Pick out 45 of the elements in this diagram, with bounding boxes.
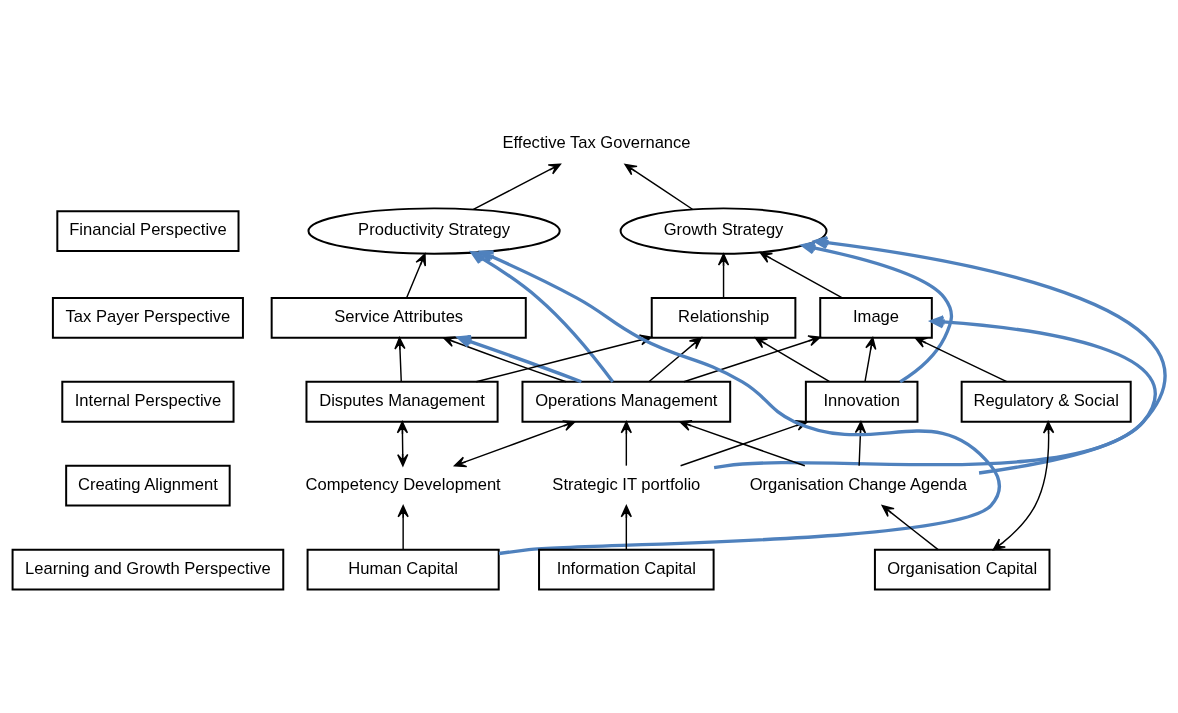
arrow: [620, 420, 632, 466]
arrow: [442, 335, 567, 382]
arrow: [394, 336, 406, 382]
arrow: [754, 336, 831, 382]
arrow: [453, 419, 576, 467]
arrow: [406, 252, 426, 298]
arrow: [854, 420, 867, 466]
node-box: Service Attributes: [270, 296, 527, 339]
node-text: Effective Tax Governance: [502, 132, 691, 152]
node-box: Information Capital: [538, 548, 715, 591]
arrow: [930, 314, 1157, 475]
arrow: [620, 504, 632, 550]
arrow: [479, 249, 1002, 555]
arrow: [914, 336, 1008, 382]
node-text: Strategic IT portfolio: [552, 474, 701, 494]
arrow: [396, 420, 409, 466]
node-box: Image: [819, 296, 933, 339]
node-box: Tax Payer Perspective: [51, 296, 244, 339]
node-box: Creating Alignment: [65, 464, 231, 507]
arrow: [717, 252, 730, 298]
arrow: [992, 420, 1055, 550]
node-ellipse: Productivity Strategy: [307, 206, 561, 255]
arrow: [648, 336, 702, 382]
node-box: Regulatory & Social: [960, 380, 1132, 423]
arrow: [713, 235, 1167, 469]
node-box: Financial Perspective: [56, 209, 240, 252]
arrow: [457, 334, 582, 383]
node-box: Disputes Management: [305, 380, 499, 423]
arrow: [624, 163, 694, 210]
arrow: [397, 504, 409, 550]
node-box: Organisation Capital: [873, 548, 1051, 591]
arrow: [881, 504, 939, 550]
node-box: Operations Management: [521, 380, 732, 423]
node-box: Human Capital: [306, 548, 500, 591]
arrow: [683, 334, 821, 382]
arrow: [864, 336, 877, 382]
node-box: Learning and Growth Perspective: [11, 548, 285, 591]
node-box: Internal Perspective: [61, 380, 235, 423]
arrow: [801, 240, 954, 383]
arrow: [759, 251, 843, 298]
node-box: Innovation: [804, 380, 919, 423]
node-box: Relationship: [650, 296, 797, 339]
node-text: Organisation Change Agenda: [749, 474, 968, 494]
node-text: Competency Development: [305, 474, 501, 494]
arrow: [472, 163, 562, 210]
